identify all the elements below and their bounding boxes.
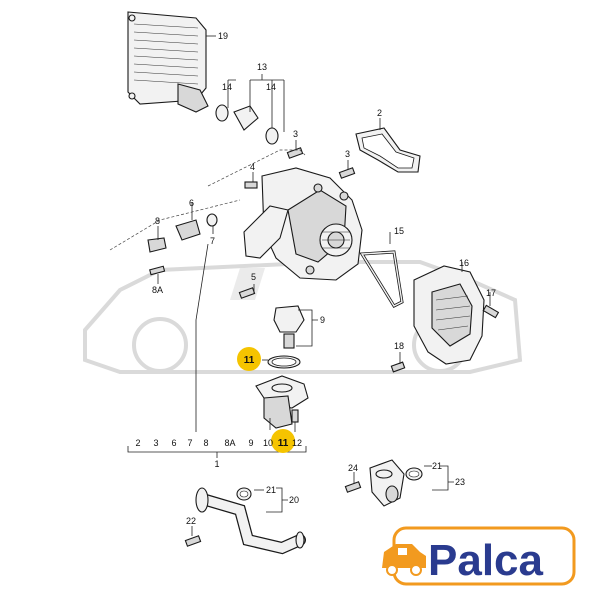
group-item: 3 bbox=[153, 438, 158, 448]
callout-14a: 14 bbox=[222, 82, 232, 92]
group-item: 11 bbox=[278, 438, 289, 449]
group-1-row: 2 3 6 7 8 8A 9 10 11 12 1 bbox=[135, 438, 302, 469]
callout-21b: 21 bbox=[266, 485, 276, 495]
drive-belt bbox=[359, 250, 404, 308]
car-icon bbox=[382, 544, 426, 576]
oil-cooler bbox=[127, 11, 209, 113]
callout-18: 18 bbox=[394, 341, 404, 351]
palca-logo: Palca bbox=[382, 526, 576, 586]
water-pump-housing bbox=[243, 167, 363, 281]
callout-2: 2 bbox=[377, 108, 382, 118]
group-item: 10 bbox=[263, 438, 273, 448]
callout-3b: 3 bbox=[345, 149, 350, 159]
highlight-marker-11a bbox=[237, 347, 261, 371]
callout-20: 20 bbox=[289, 495, 299, 505]
callout-14b: 14 bbox=[266, 82, 276, 92]
coolant-flange bbox=[369, 459, 405, 507]
callout-11: 11 bbox=[244, 355, 255, 366]
callout-8a: 8A bbox=[152, 285, 163, 295]
temp-sensor bbox=[175, 202, 201, 241]
group-item: 2 bbox=[135, 438, 140, 448]
callout-16: 16 bbox=[459, 258, 469, 268]
callout-9: 9 bbox=[320, 315, 325, 325]
group-item: 7 bbox=[187, 438, 192, 448]
brand-name: Palca bbox=[428, 536, 544, 585]
callout-23: 23 bbox=[455, 477, 465, 487]
callout-21a: 21 bbox=[432, 461, 442, 471]
bolt-3b bbox=[338, 160, 356, 179]
callout-24: 24 bbox=[348, 463, 358, 473]
callout-17: 17 bbox=[486, 288, 496, 298]
callout-13: 13 bbox=[257, 62, 267, 72]
thermostat bbox=[273, 305, 318, 349]
coolant-pipe bbox=[195, 487, 306, 555]
group-item: 8 bbox=[203, 438, 208, 448]
callout-5: 5 bbox=[251, 272, 256, 282]
thermostat-housing bbox=[255, 375, 309, 429]
callout-19: 19 bbox=[218, 31, 228, 41]
callout-22: 22 bbox=[186, 516, 196, 526]
group-item: 12 bbox=[292, 438, 302, 448]
callout-8: 8 bbox=[155, 216, 160, 226]
belt-cover bbox=[413, 265, 485, 365]
callout-4: 4 bbox=[250, 162, 255, 172]
callout-15: 15 bbox=[394, 226, 404, 236]
callout-3a: 3 bbox=[293, 129, 298, 139]
callout-6: 6 bbox=[189, 198, 194, 208]
group-item: 9 bbox=[248, 438, 253, 448]
callout-7: 7 bbox=[210, 236, 215, 246]
group-item: 6 bbox=[171, 438, 176, 448]
bolt-3a bbox=[286, 140, 304, 159]
bracket-8 bbox=[147, 226, 167, 253]
group-item: 8A bbox=[224, 438, 235, 448]
highlight-marker-11b bbox=[271, 429, 295, 453]
group-total: 1 bbox=[214, 459, 219, 469]
